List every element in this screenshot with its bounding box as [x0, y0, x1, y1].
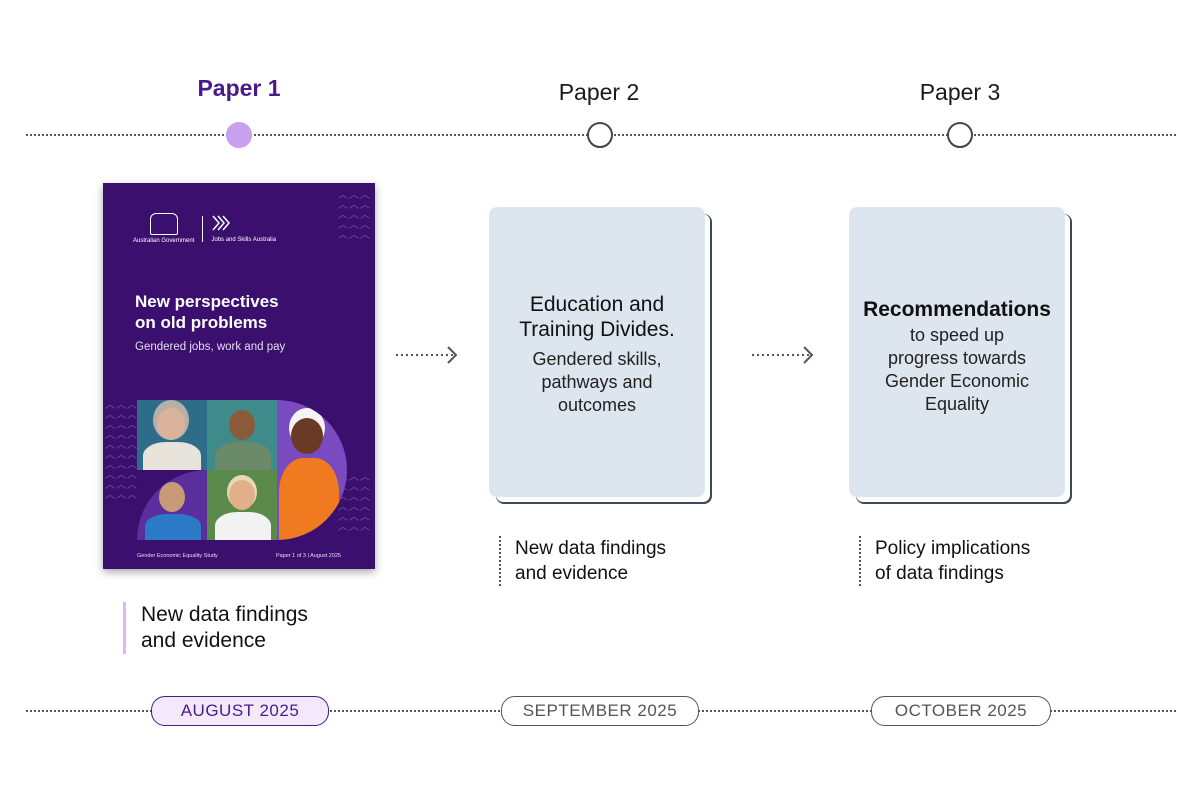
arrow-right-icon: [752, 346, 814, 364]
timeline-node-2: [587, 122, 613, 148]
jsa-icon: [212, 215, 231, 231]
photo-man-bearded: [207, 400, 277, 470]
paper-3-title: Paper 3: [919, 79, 1001, 105]
photo-nurse: [137, 470, 207, 540]
cover-logos: Australian Government Jobs and Skills Au…: [133, 213, 276, 244]
photo-man-outdoors: [207, 470, 277, 540]
cover-footer: Gender Economic Equality Study Paper 1 o…: [137, 553, 341, 559]
jsa-logo: Jobs and Skills Australia: [211, 214, 276, 243]
cover-subtitle: Gendered jobs, work and pay: [135, 341, 286, 353]
date-pill-october: OCTOBER 2025: [871, 696, 1051, 726]
cover-pattern-bottom: ︿︿︿︿︿︿︿︿︿︿︿︿︿︿︿︿︿︿: [338, 472, 371, 533]
photo-woman-smiling: [137, 400, 207, 470]
paper-3-note: Policy implications of data findings: [859, 536, 1030, 586]
paper-3-card: Recommendations to speed up progress tow…: [849, 207, 1065, 497]
date-pill-september: SEPTEMBER 2025: [501, 696, 699, 726]
paper-1-title: Paper 1: [197, 75, 281, 101]
photo-worker-hardhat: [277, 400, 347, 540]
cover-pattern-left: ︿︿︿︿︿︿︿︿︿︿︿︿︿︿︿︿︿︿︿︿︿︿︿︿︿︿︿︿︿︿: [105, 400, 138, 501]
paper-1-note: New data findings and evidence: [123, 602, 308, 654]
report-cover: ︿︿︿︿︿︿︿︿︿︿︿︿︿︿︿ ︿︿︿︿︿︿︿︿︿︿︿︿︿︿︿︿︿︿︿︿︿︿︿︿…: [103, 183, 375, 569]
paper-2-card: Education and Training Divides. Gendered…: [489, 207, 705, 497]
timeline-node-3: [947, 122, 973, 148]
cover-pattern-top: ︿︿︿︿︿︿︿︿︿︿︿︿︿︿︿: [338, 190, 371, 241]
logo-divider: [202, 215, 204, 242]
cover-title: New perspectives on old problems: [135, 292, 279, 332]
date-pill-august: AUGUST 2025: [151, 696, 329, 726]
timeline-node-1: [226, 122, 252, 148]
paper-2-title: Paper 2: [558, 79, 640, 105]
government-logo: Australian Government: [133, 213, 194, 244]
cover-photo-collage: [137, 400, 347, 540]
paper-2-note: New data findings and evidence: [499, 536, 666, 586]
arrow-right-icon: [396, 346, 458, 364]
crest-icon: [149, 213, 178, 235]
